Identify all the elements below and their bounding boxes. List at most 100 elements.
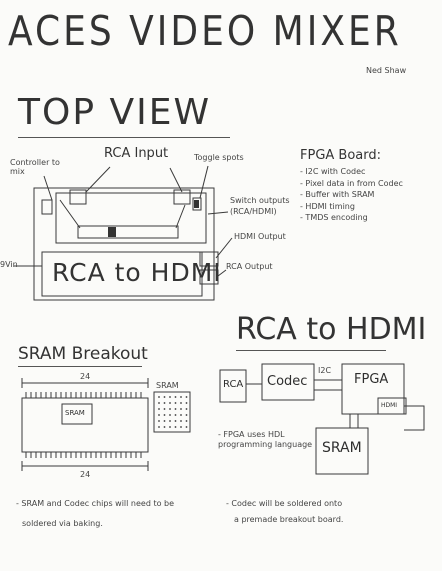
arrow-fpga-sram: [349, 414, 359, 428]
pin-dot: [163, 414, 166, 416]
hdmi-out-line: [404, 405, 425, 431]
sram-breakout-underline: [18, 366, 142, 367]
dimension-bottom: [21, 461, 149, 471]
pin-dot: [185, 420, 188, 422]
note-right-line-1: - Codec will be soldered onto: [226, 499, 343, 508]
block-rca: [219, 369, 247, 403]
leader-toggle: [199, 165, 209, 199]
sram-chip: [61, 403, 93, 425]
sram-pin-grid-box: [153, 391, 191, 433]
block-codec: [261, 363, 315, 401]
pin-dot: [158, 420, 160, 422]
dimension-top-label: 24: [80, 372, 91, 381]
block-fpga: [341, 363, 405, 415]
pin-dot: [180, 402, 182, 404]
pin-dot: [180, 420, 182, 422]
pin-dot: [163, 396, 166, 398]
sram-chip-label: SRAM: [65, 409, 85, 417]
pin-dot: [174, 402, 177, 404]
top-view-upper-module: [55, 192, 207, 244]
pin-dot: [185, 402, 188, 404]
sram-breakout-heading: SRAM Breakout: [18, 344, 148, 364]
top-view-board: [33, 187, 215, 301]
pin-dot: [185, 426, 188, 428]
pin-dot: [169, 408, 171, 410]
author-name: Ned Shaw: [366, 66, 407, 75]
rca-to-hdmi-heading: RCA to HDMI: [236, 312, 427, 347]
pin-dot: [158, 408, 160, 410]
fpga-board-item: - I2C with Codec: [300, 167, 366, 176]
label-vin: 9Vin: [0, 260, 18, 269]
pin-dot: [185, 396, 188, 398]
pin-dot: [180, 426, 182, 428]
block-sram: [315, 427, 369, 475]
pin-dot: [169, 420, 171, 422]
leader-hdmi: [215, 237, 233, 259]
pin-dot: [158, 414, 160, 416]
pin-dot: [158, 426, 160, 428]
pin-dot: [174, 426, 177, 428]
note-right-line-2: a premade breakout board.: [234, 515, 344, 524]
label-hdmi-output: HDMI Output: [234, 232, 286, 241]
sram-pin-grid: [158, 396, 188, 428]
fpga-board-item: - Pixel data in from Codec: [300, 178, 403, 188]
fpga-board-item: - TMDS encoding: [300, 213, 368, 222]
pin-dot: [174, 420, 177, 422]
pin-dot: [180, 408, 182, 410]
block-sram-label: SRAM: [322, 440, 362, 456]
pin-dot: [185, 414, 188, 416]
controller-component: [41, 199, 53, 215]
rca-input-jack-2: [173, 189, 191, 205]
leader-controller: [43, 175, 53, 201]
wiring-lines: [59, 199, 186, 229]
pin-dot: [158, 402, 160, 404]
pin-dot: [174, 408, 177, 410]
label-controller: Controller to mix: [10, 158, 60, 176]
label-rca-output: RCA Output: [226, 262, 273, 271]
rca-output-port: [199, 269, 219, 285]
fpga-board-list: - I2C with Codec - Pixel data in from Cod…: [300, 166, 403, 224]
leader-switch: [207, 211, 229, 215]
board-label: RCA to HDMI: [52, 258, 222, 287]
dimension-top: [21, 378, 149, 388]
toggle-knob: [194, 200, 199, 208]
pin-dot: [163, 402, 166, 404]
pin-dot: [169, 414, 171, 416]
sram-breakout-pins: [25, 392, 142, 458]
link-i2c-label: I2C: [318, 366, 332, 375]
pin-dot: [180, 396, 182, 398]
note-left-line-2: soldered via baking.: [22, 519, 103, 528]
block-fpga-label: FPGA: [354, 372, 389, 387]
rca-to-hdmi-underline: [236, 350, 386, 351]
hdmi-output-port: [199, 251, 219, 267]
mixer-ic: [108, 227, 116, 237]
leader-rca-output: [217, 269, 227, 277]
pin-dot: [163, 420, 166, 422]
top-view-underline: [18, 137, 230, 138]
leader-rca-input: [85, 166, 111, 193]
pin-dot: [163, 426, 166, 428]
page-title: ACES VIDEO MIXER: [8, 8, 402, 56]
rca-to-hdmi-board: [41, 251, 203, 297]
pin-dot: [158, 396, 160, 398]
fpga-hdl-note: - FPGA uses HDL programming language: [218, 430, 313, 449]
label-switch-outputs: Switch outputs (RCA/HDMI): [230, 196, 290, 216]
toggle-switch: [192, 197, 202, 211]
pin-dot: [174, 396, 177, 398]
sram-breakout-board: [21, 397, 149, 453]
fpga-board-item: - Buffer with SRAM: [300, 190, 375, 199]
pin-dot: [169, 426, 171, 428]
fpga-board-item: - HDMI timing: [300, 201, 355, 211]
fpga-board-heading: FPGA Board:: [300, 148, 382, 163]
block-rca-label: RCA: [223, 379, 244, 390]
pin-dot: [163, 408, 166, 410]
note-left-line-1: - SRAM and Codec chips will need to be: [16, 499, 175, 508]
leader-rca-input-2: [169, 167, 183, 193]
sram-grid-label: SRAM: [156, 381, 179, 390]
top-view-heading: TOP VIEW: [18, 92, 212, 133]
mixer-strip: [77, 225, 179, 239]
pin-dot: [174, 414, 177, 416]
pin-dot: [169, 402, 171, 404]
block-hdmi-label: HDMI: [381, 402, 398, 409]
